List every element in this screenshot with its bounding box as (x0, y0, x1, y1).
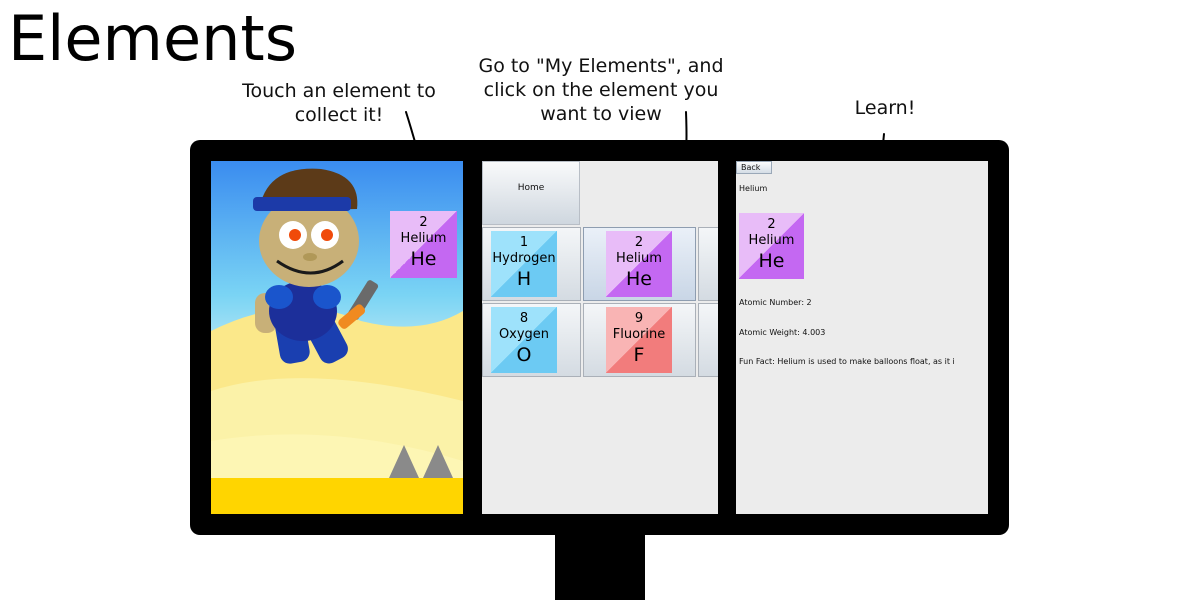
note-collect: Touch an element to collect it! (242, 80, 436, 126)
element-tile: 8 Oxygen O (491, 307, 557, 373)
tile-number: 1 (519, 235, 529, 250)
tile-name: Oxygen (498, 327, 550, 342)
atomic-weight: Atomic Weight: 4.003 (739, 328, 826, 337)
tile-name: Helium (748, 233, 795, 248)
tile-number: 8 (519, 311, 529, 326)
spike-2 (423, 445, 453, 478)
page-title: Elements (8, 2, 297, 75)
element-cell-fluorine[interactable]: 9 Fluorine F (583, 303, 696, 377)
tile-symbol: H (516, 268, 532, 290)
element-cell-partial[interactable] (698, 227, 718, 301)
note-learn: Learn! (854, 97, 916, 119)
tile-number: 2 (634, 235, 644, 250)
element-tile: 9 Fluorine F (606, 307, 672, 373)
element-heading: Helium (739, 184, 768, 193)
tile-symbol: O (516, 344, 532, 366)
element-cell-partial[interactable] (698, 303, 718, 377)
element-cell-oxygen[interactable]: 8 Oxygen O (482, 303, 581, 377)
spike-1 (389, 445, 419, 478)
tile-symbol: He (758, 250, 785, 272)
tile-number: 9 (634, 311, 644, 326)
back-button[interactable]: Back (736, 161, 772, 174)
element-cell-hydrogen[interactable]: 1 Hydrogen H (482, 227, 581, 301)
tile-name: Helium (616, 251, 662, 266)
my-elements-screen: Home 1 Hydrogen H 2 Helium He 8 Oxygen O… (482, 161, 718, 514)
element-tile: 2 Helium He (606, 231, 672, 297)
note-view: Go to "My Elements", and click on the el… (478, 55, 724, 125)
tile-number: 2 (767, 217, 776, 232)
monitor-stand (555, 534, 645, 600)
tile-name: Helium (400, 231, 447, 246)
detail-element-tile: 2 Helium He (739, 213, 804, 279)
element-cell-helium[interactable]: 2 Helium He (583, 227, 696, 301)
element-detail-screen: Back Helium 2 Helium He Atomic Number: 2… (736, 161, 988, 514)
tile-name: Fluorine (612, 327, 666, 342)
game-screen[interactable]: 2 Helium He (211, 161, 463, 514)
fun-fact: Fun Fact: Helium is used to make balloon… (739, 357, 955, 366)
tile-number: 2 (419, 215, 428, 230)
tile-name: Hydrogen (492, 251, 556, 266)
tile-symbol: He (410, 248, 437, 270)
home-button[interactable]: Home (482, 161, 580, 225)
tile-symbol: F (633, 344, 645, 366)
atomic-number: Atomic Number: 2 (739, 298, 812, 307)
game-scene (211, 168, 463, 514)
element-tile: 1 Hydrogen H (491, 231, 557, 297)
collectible-element-tile[interactable]: 2 Helium He (390, 211, 457, 278)
tile-symbol: He (626, 268, 652, 290)
